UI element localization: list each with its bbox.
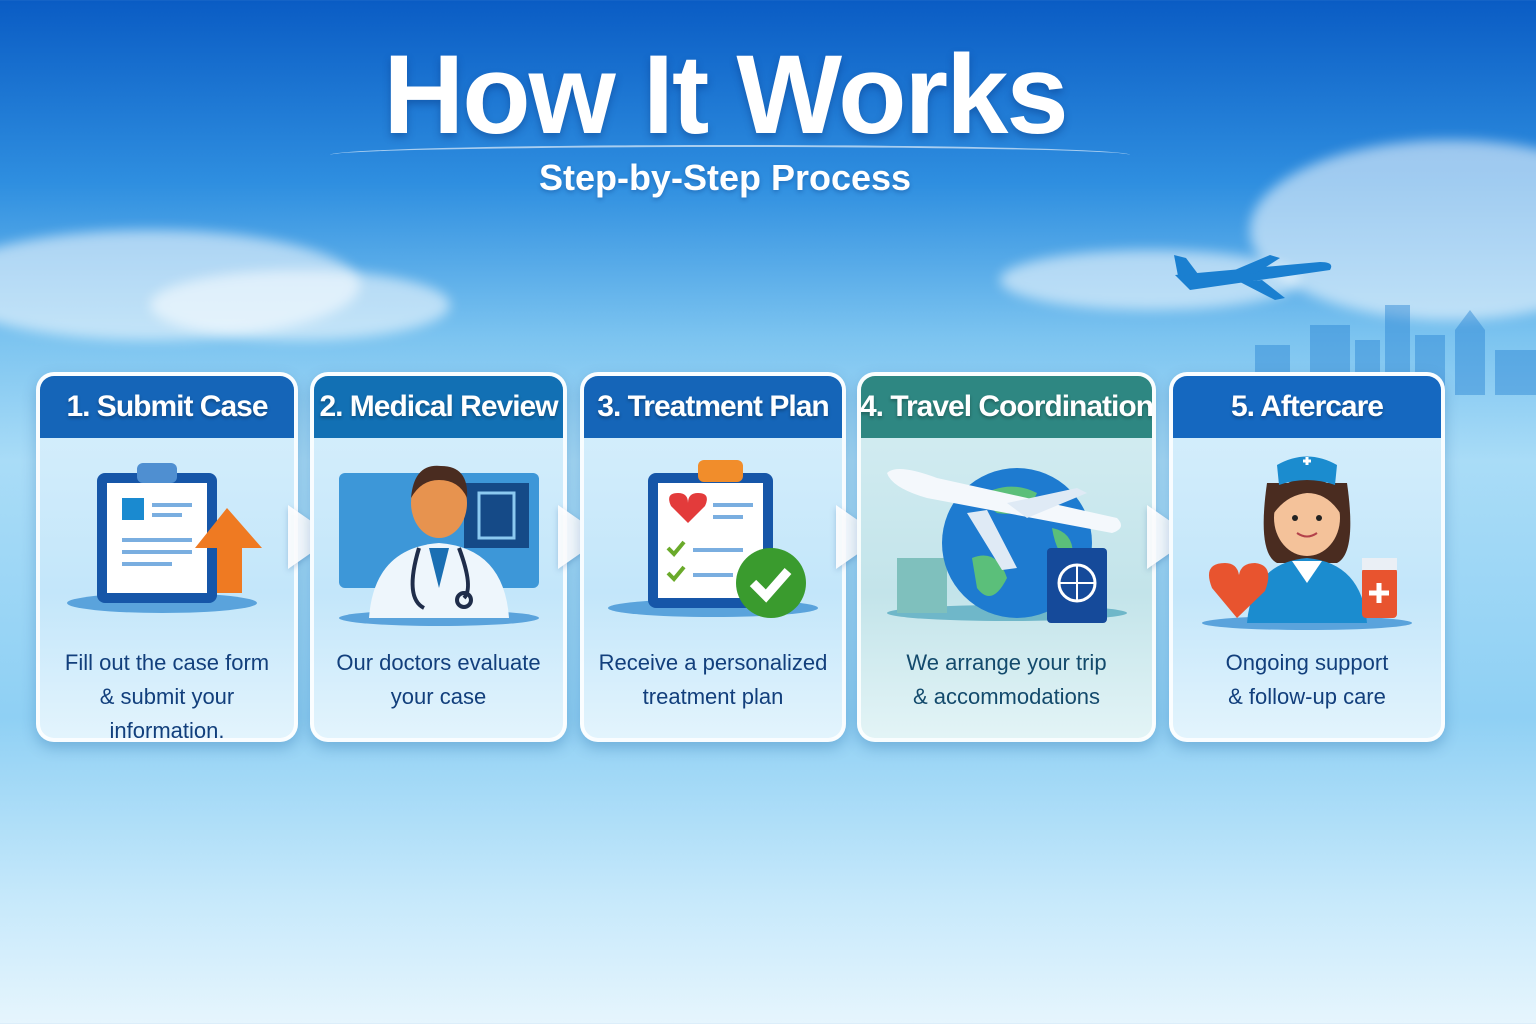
step-title: 1. Submit Case bbox=[40, 376, 294, 438]
step-description-line: Receive a personalized bbox=[598, 650, 828, 675]
clipboard-check-icon bbox=[608, 460, 818, 618]
step-description-line: Fill out the case form bbox=[64, 650, 270, 675]
step-description-line: Our doctors evaluate bbox=[336, 650, 541, 675]
step-card-aftercare: 5. Aftercare Ongoing support & follow-up … bbox=[1169, 372, 1445, 742]
step-description-line: & accommodations bbox=[912, 684, 1101, 709]
step-description-line: & submit your information. bbox=[99, 684, 235, 742]
page-title: How It Works bbox=[383, 32, 1068, 157]
step-card-medical-review: 2. Medical Review Our doctors evaluate yo… bbox=[310, 372, 567, 742]
step-description-line: & follow-up care bbox=[1228, 684, 1386, 709]
title-divider bbox=[330, 145, 1130, 165]
step-description-line: your case bbox=[390, 684, 487, 709]
step-card-treatment-plan: 3. Treatment Plan Receive a personalized… bbox=[580, 372, 846, 742]
step-description-line: We arrange your trip bbox=[906, 650, 1107, 675]
nurse-icon bbox=[1202, 456, 1412, 630]
doctor-icon bbox=[338, 465, 539, 626]
step-description-line: Ongoing support bbox=[1225, 650, 1389, 675]
clipboard-upload-icon bbox=[67, 463, 262, 613]
step-title: 4. Travel Coordination bbox=[861, 376, 1152, 438]
page-subtitle: Step-by-Step Process bbox=[538, 157, 912, 198]
step-card-submit-case: 1. Submit Case Fill out the case form & s… bbox=[36, 372, 298, 742]
step-title: 3. Treatment Plan bbox=[584, 376, 842, 438]
step-card-travel-coordination: 4. Travel Coordination We arrange your t… bbox=[857, 372, 1156, 742]
step-description-line: treatment plan bbox=[642, 684, 784, 709]
airplane-icon bbox=[1174, 255, 1332, 300]
globe-plane-icon bbox=[886, 468, 1127, 623]
step-title: 2. Medical Review bbox=[314, 376, 563, 438]
step-title: 5. Aftercare bbox=[1173, 376, 1441, 438]
